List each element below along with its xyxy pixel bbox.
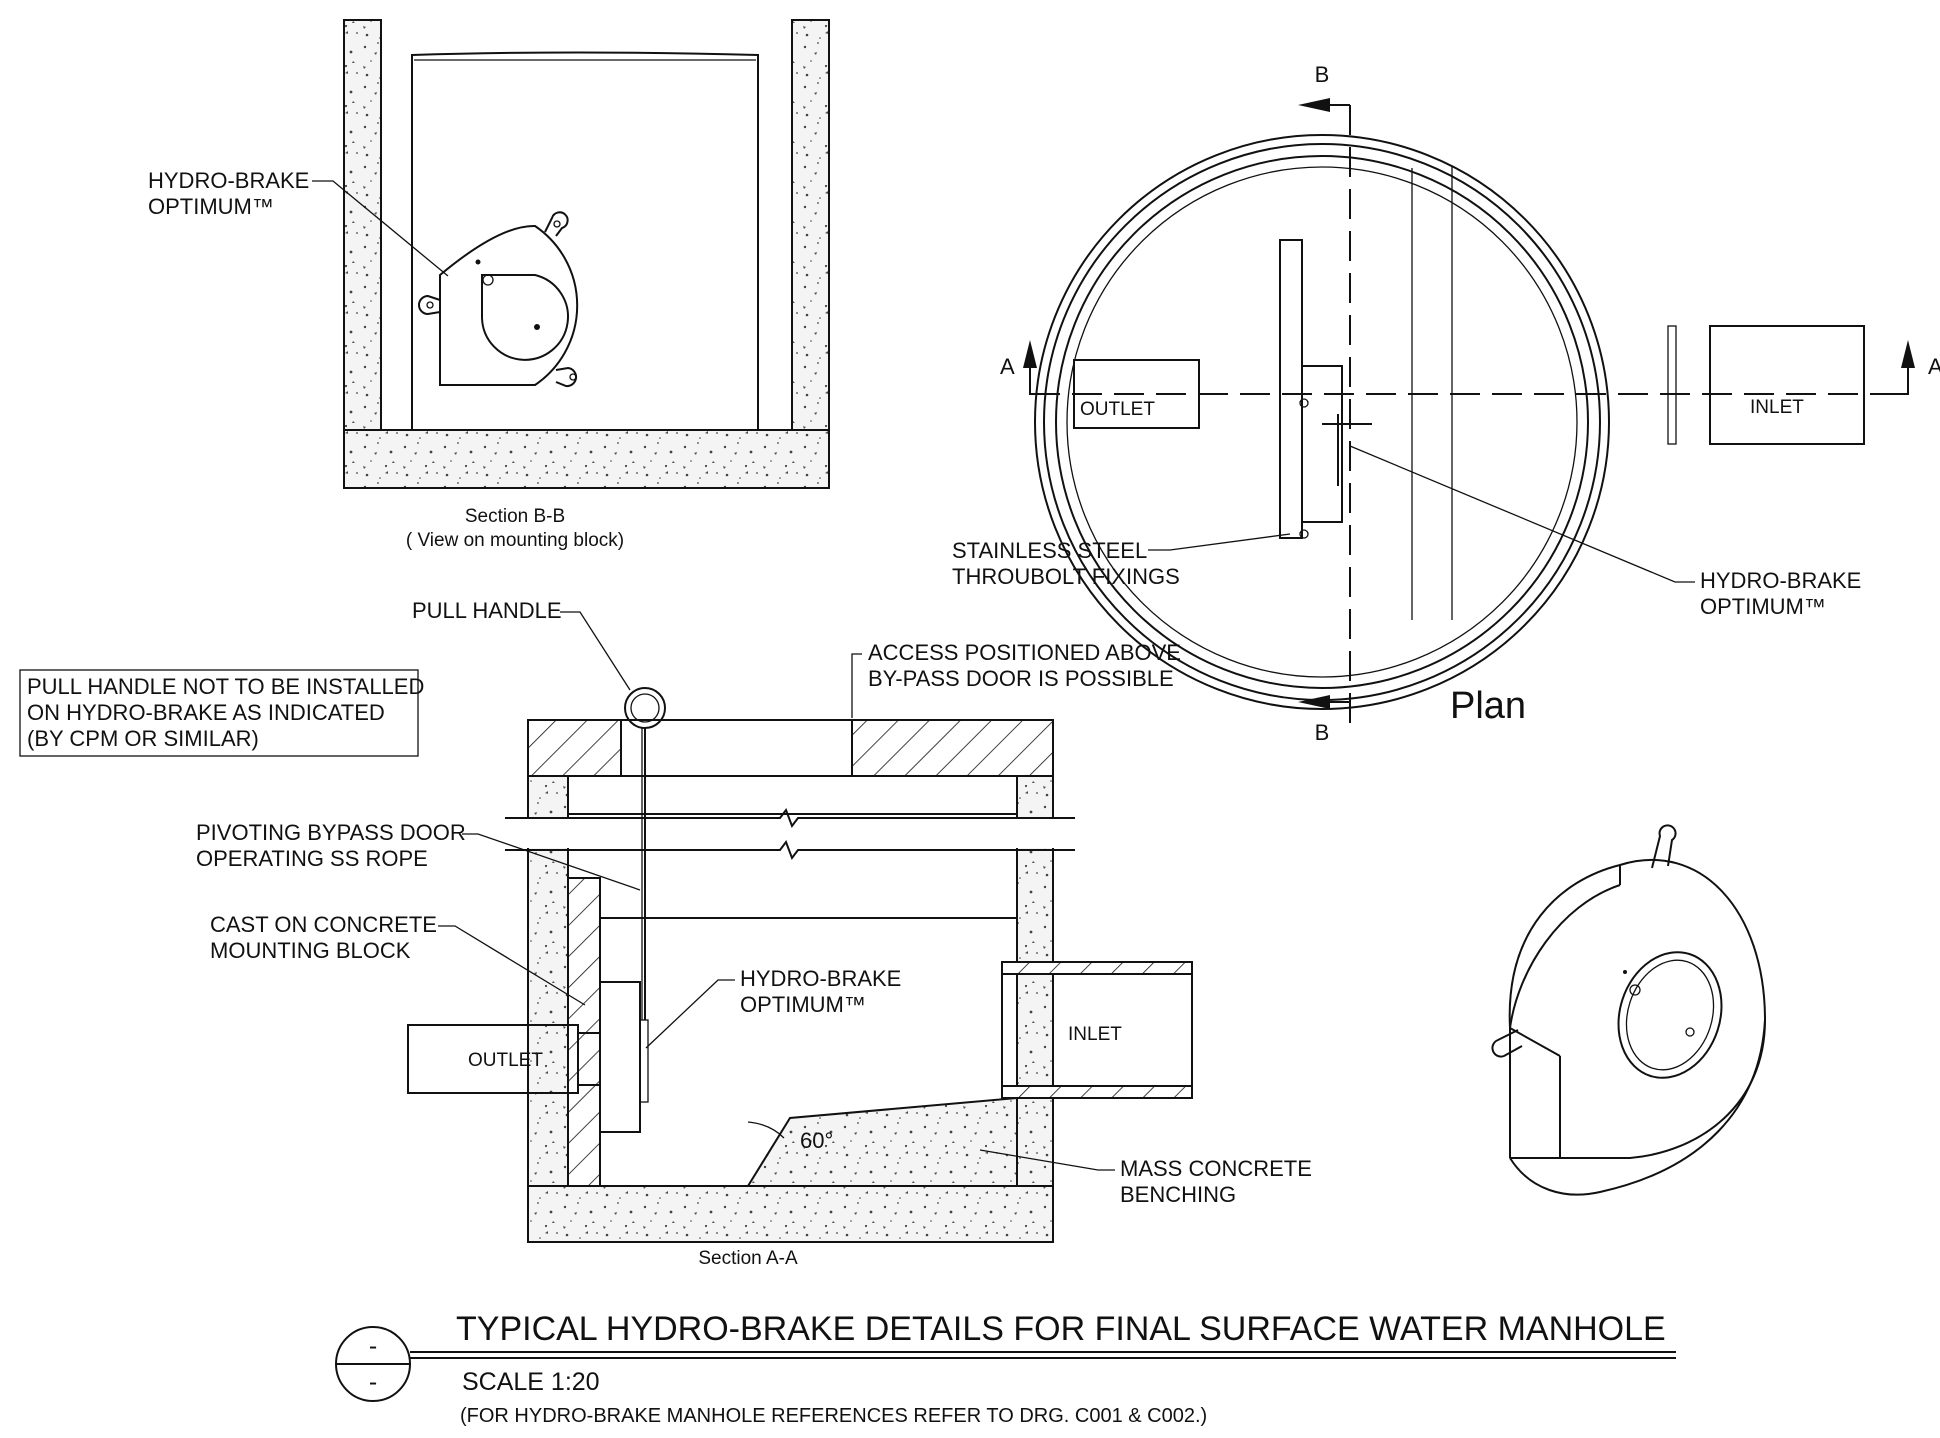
title-block: - - TYPICAL HYDRO-BRAKE DETAILS FOR FINA… [335,1310,1676,1427]
plan-outlet-label: OUTLET [1080,399,1155,420]
drawing-reference: (FOR HYDRO-BRAKE MANHOLE REFERENCES REFE… [460,1405,1207,1427]
section-bb-subtitle: ( View on mounting block) [406,530,624,551]
plan-hb-label-1: HYDRO-BRAKE [1700,568,1861,593]
plan-title: Plan [1450,685,1526,727]
section-aa-view: PULL HANDLE ACCESS POSITIONED ABOVE BY-P… [19,598,1312,1269]
plan-fixings-label-1: STAINLESS STEEL [952,538,1147,563]
section-aa-cover-left [527,719,622,777]
plan-inlet-pipe [1709,325,1865,445]
section-bb-hb-leader [312,180,449,277]
section-bb-mounting-block [411,51,759,430]
section-aa-angle-label: 60° [800,1128,833,1153]
section-aa-title: Section A-A [698,1248,798,1269]
section-aa-benching [746,1096,1018,1187]
drawing-scale: SCALE 1:20 [462,1368,600,1396]
section-aa-base [527,1185,1054,1243]
plan-hb-label-2: OPTIMUM™ [1700,594,1826,619]
section-aa-benching-label-2: BENCHING [1120,1182,1236,1207]
section-bb-hydrobrake [418,211,579,388]
section-aa-bypass-label-2: OPERATING SS ROPE [196,846,428,871]
plan-b-top: B [1315,62,1330,87]
section-aa-bypass-label-1: PIVOTING BYPASS DOOR [196,820,466,845]
section-aa-note-1: PULL HANDLE NOT TO BE INSTALLED [27,674,424,699]
plan-b-bottom: B [1315,720,1330,745]
section-bb-title: Section B-B [465,506,565,527]
plan-a-left: A [1000,354,1015,379]
plan-a-right: A [1928,354,1940,379]
plan-fixings-label-2: THROUBOLT FIXINGS [952,564,1180,589]
section-aa-hydrobrake [599,981,641,1133]
title-marker-top: - [369,1332,377,1360]
section-bb-view: HYDRO-BRAKE OPTIMUM™ Section B-B ( View … [148,19,830,551]
section-aa-pull-handle-label: PULL HANDLE [412,598,562,623]
section-aa-access-label-1: ACCESS POSITIONED ABOVE [868,640,1181,665]
section-aa-note-box: PULL HANDLE NOT TO BE INSTALLED ON HYDRO… [19,669,424,757]
section-aa-hb-label-2: OPTIMUM™ [740,992,866,1017]
section-aa-block-label-1: CAST ON CONCRETE [210,912,437,937]
section-bb-hb-label-2: OPTIMUM™ [148,194,274,219]
section-aa-note-3: (BY CPM OR SIMILAR) [27,726,259,751]
section-aa-hb-label-1: HYDRO-BRAKE [740,966,901,991]
section-bb-left-wall [343,19,382,451]
plan-inlet-label: INLET [1750,397,1804,418]
title-marker-bottom: - [369,1368,377,1396]
hydrobrake-isometric [1491,824,1767,1196]
section-aa-inlet-label: INLET [1068,1024,1122,1045]
section-aa-block-label-2: MOUNTING BLOCK [210,938,411,963]
drawing-title: TYPICAL HYDRO-BRAKE DETAILS FOR FINAL SU… [456,1310,1666,1348]
section-bb-right-wall [791,19,830,451]
section-bb-base [343,429,830,489]
section-aa-note-2: ON HYDRO-BRAKE AS INDICATED [27,700,385,725]
section-bb-hb-label-1: HYDRO-BRAKE [148,168,309,193]
plan-hydrobrake [1301,365,1343,523]
section-aa-cover-right [851,719,1054,777]
section-aa-access-label-2: BY-PASS DOOR IS POSSIBLE [868,666,1174,691]
plan-view: A A B B OUTLET INLET STAINLESS STEEL THR… [952,62,1940,745]
section-aa-benching-label-1: MASS CONCRETE [1120,1156,1312,1181]
section-aa-outlet-label: OUTLET [468,1050,543,1071]
